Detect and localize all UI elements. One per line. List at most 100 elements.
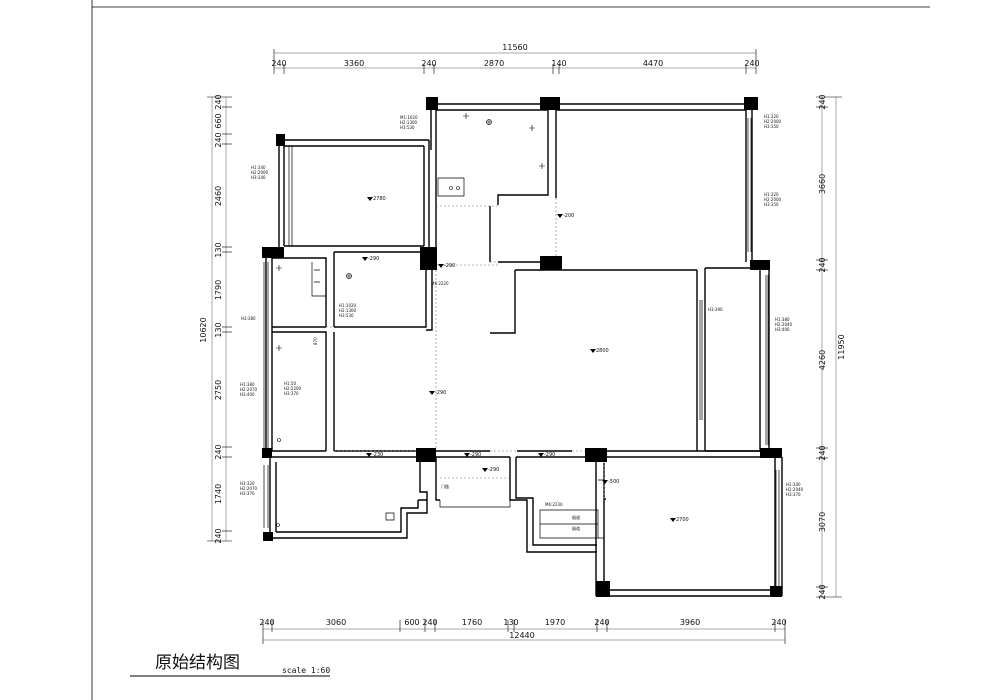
windows	[263, 118, 780, 588]
note-mid-bath-3: H3:530	[339, 313, 354, 318]
height-mark-low-3: -290	[482, 467, 499, 473]
note-small-1: H1:50	[284, 381, 296, 386]
note-left-mid-1: H1:380	[240, 382, 255, 387]
walls	[265, 103, 783, 597]
left-dimension-chain: 10620 240 660 240 2460 130 1790 130 2750…	[199, 94, 232, 544]
svg-text:-290: -290	[444, 263, 455, 269]
svg-text:2700: 2700	[676, 517, 689, 523]
note-small-2: H2:2200	[284, 386, 302, 391]
height-mark-bed-top: 2780	[367, 196, 386, 202]
right-dim-4: 4260	[818, 350, 827, 370]
note-shaft-2: 烟道	[572, 525, 580, 531]
wall-top-bath	[430, 103, 549, 206]
bottom-dim-1: 240	[259, 618, 274, 627]
note-top-bath-2: H2:1300	[400, 120, 418, 125]
right-dim-1: 240	[818, 94, 827, 109]
note-left-bed-1: H1:340	[251, 165, 266, 170]
svg-text:2780: 2780	[373, 196, 386, 202]
svg-text:-290: -290	[435, 390, 446, 396]
note-left-mid-3: H3:400	[240, 392, 255, 397]
left-dim-8: 2750	[214, 380, 223, 400]
height-mark-bath-1: -290	[362, 256, 379, 262]
wall-mid-bath	[333, 251, 433, 331]
note-h3-right: H3:390	[708, 307, 723, 312]
note-right-1a: H1:320	[764, 114, 779, 119]
note-top-bath-3: H3:530	[400, 125, 415, 130]
note-right-low-1: H1:340	[786, 482, 801, 487]
left-dim-10: 1740	[214, 484, 223, 504]
top-dim-5: 140	[551, 59, 566, 68]
note-mid-bath-1: H1:1020	[339, 303, 357, 308]
note-right-1b: H2:2000	[764, 119, 782, 124]
left-dim-11: 240	[214, 528, 223, 543]
drawing-title: 原始结构图	[155, 653, 240, 673]
height-mark-low-2: -290	[464, 452, 481, 458]
left-dim-5: 130	[214, 242, 223, 257]
left-dim-2: 660	[214, 113, 223, 128]
svg-text:-290: -290	[470, 452, 481, 458]
note-left-low-2: H2:2070	[240, 486, 258, 491]
svg-text:-290: -290	[368, 256, 379, 262]
left-dim-3: 240	[214, 132, 223, 147]
right-total-label: 11950	[837, 334, 846, 359]
right-dim-3: 240	[818, 257, 827, 272]
note-right-2b: H2:2000	[764, 197, 782, 202]
bottom-dim-3: 600	[404, 618, 419, 627]
bottom-dim-8: 240	[594, 618, 609, 627]
right-dim-2: 3660	[818, 174, 827, 194]
height-mark-kitchen: -500	[602, 479, 619, 485]
note-door-2: M6:2230	[545, 502, 563, 507]
height-mark-low-4: -290	[538, 452, 555, 458]
wall-lower-band	[270, 450, 775, 458]
right-dim-5: 240	[818, 445, 827, 460]
right-dim-6: 3070	[818, 512, 827, 532]
svg-text:-500: -500	[608, 479, 619, 485]
note-door-1: M6:2220	[431, 281, 449, 286]
wall-lower-corridor	[435, 457, 597, 553]
svg-text:-230: -230	[372, 452, 383, 458]
note-h3-left: H3:380	[241, 316, 256, 321]
height-mark-living: 2800	[590, 348, 609, 354]
note-small-3: H3:370	[284, 391, 299, 396]
note-shaft-1: 烟道	[572, 514, 580, 520]
note-right-2a: H1:320	[764, 192, 779, 197]
columns	[262, 97, 782, 597]
top-dim-2: 3360	[344, 59, 364, 68]
note-right-mid-1: H1:380	[775, 317, 790, 322]
bottom-dim-6: 130	[503, 618, 518, 627]
right-dimension-chain: 240 3660 240 4260 240 3070 240 11950	[816, 94, 846, 600]
svg-text:-290: -290	[488, 467, 499, 473]
window-notes: M1:1020 H2:1300 H3:530 H1:320 H2:2000 H3…	[240, 114, 804, 531]
note-left-mid-2: H2:2070	[240, 387, 258, 392]
svg-text:2800: 2800	[596, 348, 609, 354]
note-right-low-2: H2:2040	[786, 487, 804, 492]
height-marks: 2780 -200 -290 -290 -290 2800 -230 -290	[362, 196, 689, 523]
note-right-mid-3: H3:400	[775, 327, 790, 332]
note-right-low-3: H3:370	[786, 492, 801, 497]
wall-lower-left	[269, 457, 428, 539]
height-mark-bath-2: -290	[438, 263, 455, 269]
top-total-label: 11560	[502, 43, 527, 52]
bottom-dim-2: 3060	[326, 618, 346, 627]
wall-left-bed	[278, 139, 430, 252]
bottom-dim-4: 240	[422, 618, 437, 627]
bottom-dim-9: 3960	[680, 618, 700, 627]
height-mark-balcony: 2700	[670, 517, 689, 523]
top-dim-1: 240	[271, 59, 286, 68]
top-dim-3: 240	[421, 59, 436, 68]
svg-text:-290: -290	[544, 452, 555, 458]
note-top-bath-1: M1:1020	[400, 115, 418, 120]
height-mark-corridor: -290	[429, 390, 446, 396]
svg-text:-200: -200	[563, 213, 574, 219]
left-total-label: 10620	[199, 317, 208, 342]
right-dim-7: 240	[818, 584, 827, 599]
top-dim-7: 240	[744, 59, 759, 68]
note-right-2c: H3:350	[764, 202, 779, 207]
drawing-scale: scale 1:60	[282, 666, 330, 675]
left-dim-6: 1790	[214, 280, 223, 300]
bottom-total-label: 12440	[509, 631, 534, 640]
height-mark-low-1: -230	[366, 452, 383, 458]
wall-central	[435, 206, 770, 452]
